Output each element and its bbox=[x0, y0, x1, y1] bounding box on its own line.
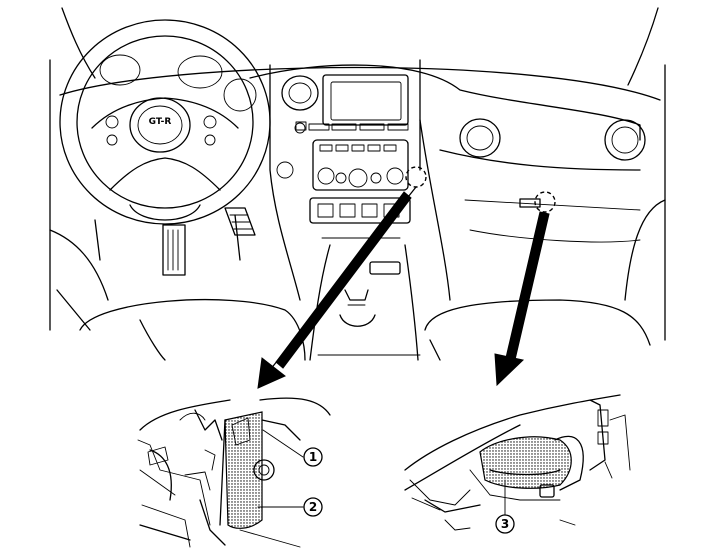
callout-label: 3 bbox=[501, 517, 509, 531]
gtr-logo: GT-R bbox=[149, 117, 172, 127]
seats bbox=[79, 298, 651, 361]
callout-label: 2 bbox=[309, 500, 317, 514]
pedals bbox=[162, 207, 256, 276]
steering-wheel: GT-R bbox=[59, 19, 271, 261]
vent-icon bbox=[459, 118, 646, 161]
callout-label: 1 bbox=[309, 450, 317, 464]
connector-icon bbox=[519, 191, 556, 213]
detail-left-inset bbox=[137, 397, 331, 548]
callout-3: 3 bbox=[495, 514, 515, 534]
arrow-to-left-detail bbox=[257, 186, 417, 389]
cabin-overview: GT-R bbox=[49, 7, 666, 389]
callout-2: 2 bbox=[303, 497, 323, 517]
detail-right-inset bbox=[404, 394, 631, 531]
callout-1: 1 bbox=[303, 447, 323, 467]
arrow-to-right-detail bbox=[494, 211, 550, 387]
center-stack bbox=[269, 59, 427, 361]
